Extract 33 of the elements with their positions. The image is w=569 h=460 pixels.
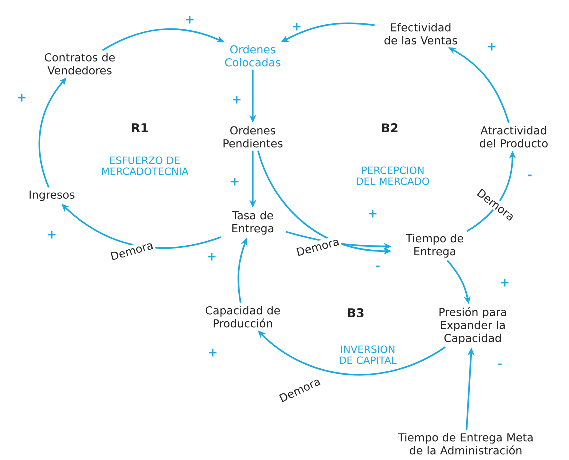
polarity-sign: + [18,94,26,102]
variable-label: Presión para Expander la Capacidad [440,307,506,345]
variable-label: Tasa de Entrega [232,211,274,235]
loop-name: ESFUERZO DE MERCADOTECNIA [102,156,189,176]
variable-label: Ingresos [30,190,75,202]
loop-name: PERCEPCION DEL MERCADO [357,166,430,186]
variable-label: Ordenes Pendientes [224,126,283,148]
edge-label: Demora [294,236,342,258]
variable-label: Atractividad del Producto [480,126,548,148]
edge-label: Demora [108,239,156,263]
variable-label: Tiempo de Entrega Meta de la Administración [398,433,533,455]
loop-name: INVERSION DE CAPITAL [340,346,397,364]
polarity-sign: + [501,279,509,287]
variable-label: Capacidad de Producción [206,306,280,328]
polarity-sign: + [369,210,377,218]
polarity-sign: + [209,349,217,357]
polarity-sign: + [208,253,216,261]
polarity-sign: - [528,174,532,177]
loop-label: B2 [382,124,398,132]
variable-label: Ordenes Colocadas [225,45,281,67]
polarity-sign: + [48,231,56,239]
variable-label: Tiempo de Entrega [406,234,464,258]
polarity-sign: + [186,16,194,24]
polarity-sign: + [293,23,301,31]
polarity-sign: - [376,266,380,268]
polarity-sign: - [498,364,502,366]
loop-label: R1 [132,124,148,132]
loop-label: B3 [348,308,364,318]
polarity-sign: + [488,43,496,51]
polarity-sign: + [231,178,239,186]
polarity-sign: + [233,96,241,104]
variable-label: Efectividad de las Ventas [384,23,458,45]
variable-label: Contratos de Vendedores [45,53,115,75]
